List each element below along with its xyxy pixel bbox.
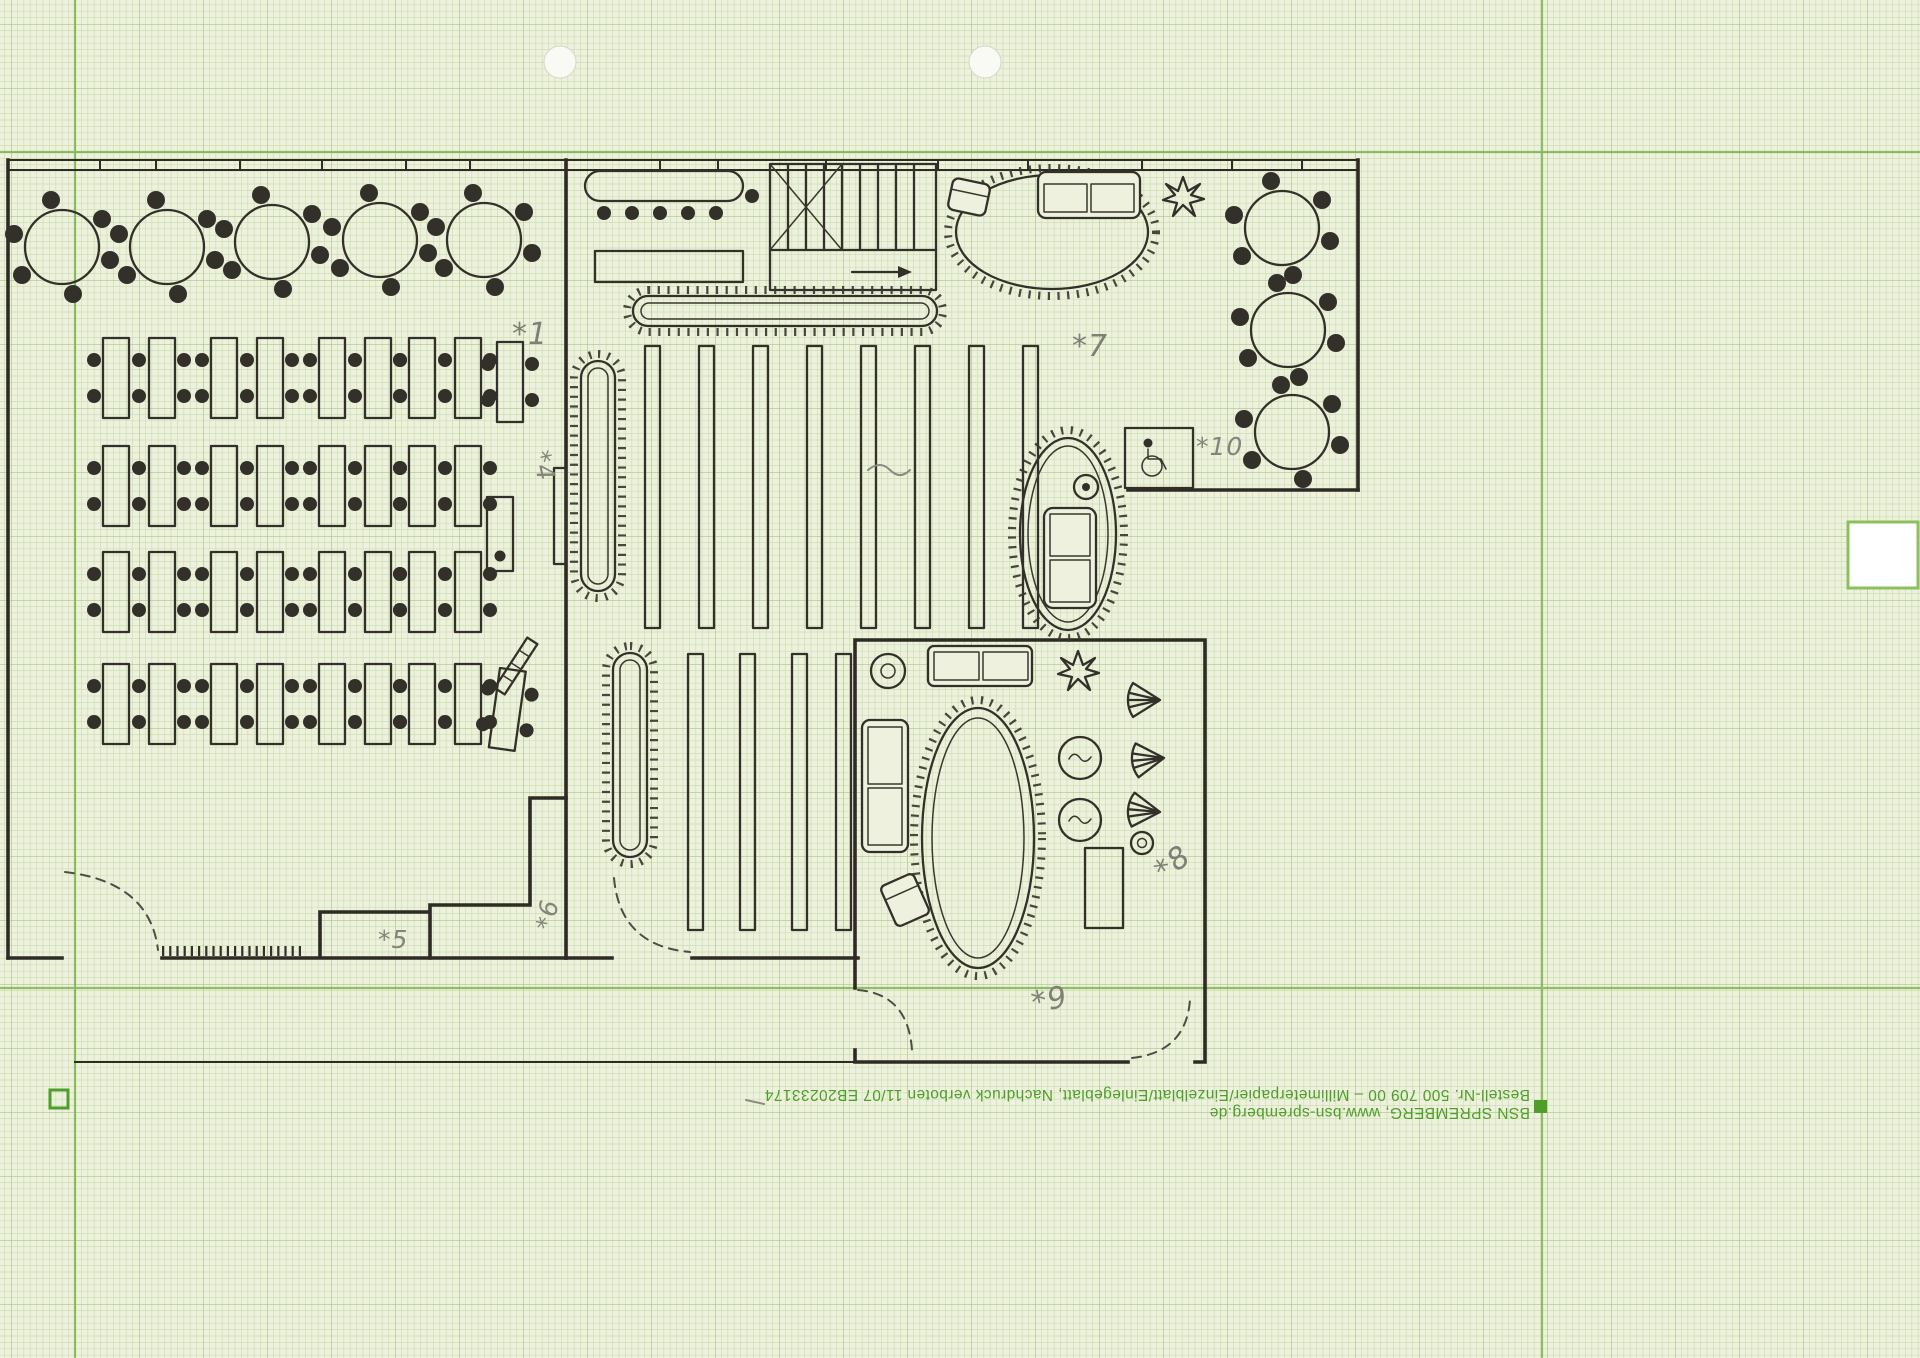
label-area-6: *6: [531, 897, 565, 932]
entry-counter: [583, 169, 759, 220]
landing-lounge: [944, 164, 1206, 300]
lectern: [485, 495, 515, 573]
pencil-squiggle: [867, 464, 911, 476]
planter-bench-vertical-2: [602, 642, 658, 868]
print-footer: Bestell-Nr. 500 709 00 – Millimeterpapie…: [764, 1086, 1530, 1121]
label-area-7: *7: [1072, 329, 1108, 364]
hatched-stick-object: [493, 636, 539, 696]
armchair: [947, 177, 991, 217]
footer-brand-line: BSN SPREMBERG, www.bsn-spremberg.de: [1209, 1104, 1530, 1121]
edge-sticker: [1846, 520, 1920, 590]
area-rug: [910, 696, 1046, 980]
book-stacks-lower: [686, 652, 853, 932]
small-ring-pouf: [1129, 830, 1155, 856]
wall-shelf: [552, 466, 568, 566]
label-area-10: *10: [1196, 432, 1243, 461]
pencil-mark: [745, 1099, 765, 1105]
label-area-9: *9: [1028, 979, 1071, 1021]
sofa-left: [860, 718, 910, 854]
sofa-top: [926, 644, 1034, 688]
punch-hole-right: [968, 45, 1002, 79]
label-area-5: *5: [378, 925, 408, 954]
cabinet: [1083, 846, 1125, 930]
lounge-room: [860, 644, 1167, 980]
planter-bench-horizontal: [623, 286, 947, 336]
pouf-ring: [869, 652, 907, 690]
door-arc-middle-hall: [613, 877, 691, 953]
door-arc-lounge-left: [857, 989, 913, 1051]
tilted-chair: [880, 873, 930, 927]
door-arc-lounge-bottom: [1131, 999, 1191, 1059]
footer-brand-square: [1534, 1100, 1547, 1113]
corner-registration-square: [48, 1088, 70, 1110]
stairs-direction-arrow-icon: [898, 266, 912, 278]
sofa: [1042, 506, 1098, 610]
accessible-wc-room: [1123, 426, 1195, 490]
doors: [64, 871, 1191, 1059]
planter-bench-vertical-1: [570, 350, 626, 602]
wheelchair-icon: [1141, 438, 1167, 477]
mid-lounge: [1008, 426, 1128, 642]
display-shelf: [593, 249, 745, 284]
punch-hole-left: [543, 45, 577, 79]
label-area-1: *1: [512, 317, 548, 352]
door-arc-bottom-left: [64, 871, 159, 951]
footer-order-line: Bestell-Nr. 500 709 00 – Millimeterpapie…: [764, 1086, 1530, 1103]
book-stacks-upper: [643, 344, 1040, 630]
label-area-4: *4: [526, 448, 561, 484]
side-table: [1072, 473, 1100, 501]
sofa: [1036, 170, 1142, 220]
